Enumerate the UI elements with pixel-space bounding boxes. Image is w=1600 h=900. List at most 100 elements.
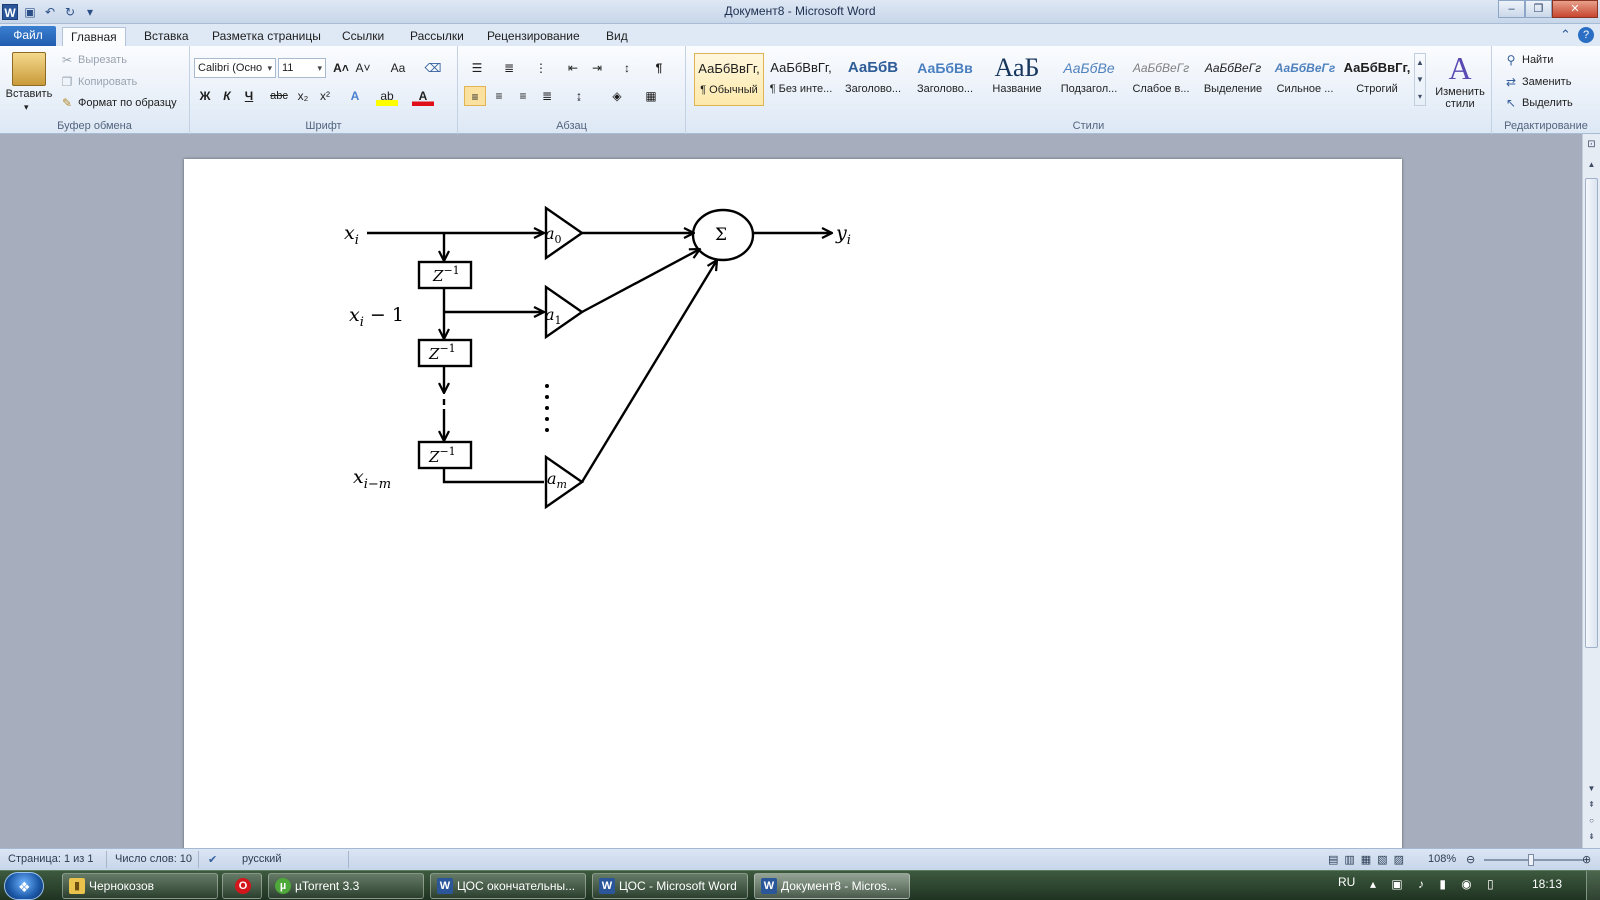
word-count[interactable]: Число слов: 10 (115, 853, 193, 865)
tab-mailings[interactable]: Рассылки (410, 29, 464, 43)
scroll-up-icon[interactable]: ▲ (1587, 160, 1596, 169)
tab-file[interactable]: Файл (0, 26, 56, 47)
close-button[interactable]: ✕ (1552, 0, 1598, 18)
language-indicator[interactable]: русский (242, 853, 282, 865)
minimize-ribbon-icon[interactable]: ⌃ (1560, 27, 1571, 42)
tab-view[interactable]: Вид (606, 29, 628, 43)
change-styles-button[interactable]: A Изменить стили (1432, 50, 1488, 110)
multilevel-list-icon[interactable]: ⋮ (535, 61, 547, 75)
align-center-icon[interactable]: ≡ (495, 89, 503, 103)
replace-button[interactable]: ⇄Заменить (1505, 75, 1572, 89)
vertical-scrollbar[interactable]: ⊡ ▲ ▼ ⇞ ○ ⇟ (1582, 134, 1600, 848)
zoom-slider-thumb[interactable] (1528, 854, 1534, 866)
clock[interactable]: 18:13 (1532, 877, 1563, 891)
scroll-thumb[interactable] (1585, 178, 1598, 648)
redo-icon[interactable]: ↻ (64, 5, 76, 19)
change-case-button[interactable]: Aa (390, 61, 406, 75)
tab-references[interactable]: Ссылки (342, 29, 385, 43)
document-area[interactable]: xi xi − 1 xi−m Z−1 Z−1 Z−1 a0 a1 am Σ yi (0, 134, 1582, 848)
align-left-icon[interactable]: ≡ (464, 86, 486, 106)
find-button[interactable]: ⚲Найти (1504, 53, 1554, 67)
strikethrough-button[interactable]: abc (270, 90, 288, 102)
label-x-i-1: xi − 1 (349, 304, 404, 330)
font-size-combo[interactable]: 11 (278, 58, 326, 78)
document-page[interactable]: xi xi − 1 xi−m Z−1 Z−1 Z−1 a0 a1 am Σ yi (184, 159, 1402, 848)
shading-icon[interactable]: ◈ (612, 89, 622, 103)
style-no-spacing[interactable]: АаБбВвГг,¶ Без инте... (769, 60, 833, 95)
previous-page-icon[interactable]: ⇞ (1588, 800, 1595, 809)
scroll-down-icon[interactable]: ▼ (1587, 784, 1596, 793)
taskbar-item-folder[interactable]: ▮Чернокозов (62, 873, 218, 899)
styles-scroll[interactable]: ▲▼▾ (1414, 53, 1426, 106)
bold-button[interactable]: Ж (199, 89, 211, 103)
tab-home[interactable]: Главная (62, 27, 126, 46)
sort-icon[interactable]: ↕ (624, 61, 630, 75)
select-button[interactable]: ↖Выделить (1505, 96, 1573, 110)
copy-button[interactable]: ❐Копировать (61, 75, 138, 89)
increase-indent-icon[interactable]: ⇥ (591, 61, 603, 75)
grow-font-button[interactable]: A˄ (333, 61, 349, 75)
shrink-font-button[interactable]: A˅ (355, 61, 371, 75)
style-strong[interactable]: АаБбВвГг,Строгий (1343, 60, 1411, 95)
underline-button[interactable]: Ч (244, 89, 254, 103)
page-count[interactable]: Страница: 1 из 1 (8, 853, 94, 865)
minimize-button[interactable]: – (1498, 0, 1525, 18)
text-effects-icon[interactable]: A (350, 89, 360, 103)
justify-icon[interactable]: ≣ (541, 89, 553, 103)
zoom-out-icon[interactable]: ⊖ (1466, 854, 1476, 866)
proofing-icon[interactable]: ✔ (208, 854, 218, 866)
tab-review[interactable]: Рецензирование (487, 29, 580, 43)
numbering-icon[interactable]: ≣ (503, 61, 515, 75)
customize-qat-icon[interactable]: ▾ (86, 5, 94, 19)
superscript-button[interactable]: x² (320, 89, 330, 103)
bullets-icon[interactable]: ☰ (471, 61, 483, 75)
next-page-icon[interactable]: ⇟ (1588, 832, 1595, 841)
paste-button[interactable]: Вставить (5, 88, 53, 100)
maximize-button[interactable]: ❐ (1525, 0, 1552, 18)
cut-button[interactable]: ✂Вырезать (61, 53, 127, 67)
subscript-button[interactable]: x₂ (297, 89, 309, 103)
help-icon[interactable]: ? (1578, 27, 1594, 43)
show-marks-button[interactable]: ¶ (655, 61, 663, 75)
zoom-slider[interactable] (1484, 859, 1584, 861)
undo-icon[interactable]: ↶ (44, 5, 56, 19)
tray-icons[interactable]: ▴ ▣ ♪ ▮ ◉ ▯ (1370, 877, 1500, 891)
line-spacing-icon[interactable]: ↨ (576, 89, 582, 103)
zoom-in-icon[interactable]: ⊕ (1582, 854, 1592, 866)
tab-insert[interactable]: Вставка (144, 29, 189, 43)
language-tray[interactable]: RU (1338, 875, 1356, 889)
paste-dropdown-icon[interactable]: ▾ (24, 102, 29, 112)
save-icon[interactable]: ▣ (24, 5, 36, 19)
ruler-toggle-icon[interactable]: ⊡ (1587, 139, 1596, 150)
tab-page-layout[interactable]: Разметка страницы (212, 29, 321, 43)
font-name-combo[interactable]: Calibri (Осно (194, 58, 276, 78)
format-painter-button[interactable]: ✎Формат по образцу (61, 96, 177, 110)
show-desktop-button[interactable] (1586, 871, 1600, 900)
paste-icon[interactable] (12, 52, 46, 86)
zoom-level[interactable]: 108% (1428, 853, 1457, 865)
clear-format-icon[interactable]: ⌫ (424, 61, 442, 75)
view-buttons[interactable]: ▤▥▦▧▨ (1328, 854, 1410, 866)
taskbar-item-opera[interactable]: O (222, 873, 262, 899)
start-button[interactable]: ❖ (4, 872, 44, 900)
font-color-button[interactable]: A (412, 86, 434, 106)
browse-object-icon[interactable]: ○ (1589, 816, 1594, 825)
align-right-icon[interactable]: ≡ (519, 89, 527, 103)
decrease-indent-icon[interactable]: ⇤ (567, 61, 579, 75)
word-logo-icon[interactable]: W (2, 4, 18, 20)
borders-icon[interactable]: ▦ (645, 89, 657, 103)
highlight-icon[interactable]: ab (376, 86, 398, 106)
style-normal[interactable]: АаБбВвГг,¶ Обычный (694, 53, 764, 106)
italic-button[interactable]: К (223, 89, 231, 103)
